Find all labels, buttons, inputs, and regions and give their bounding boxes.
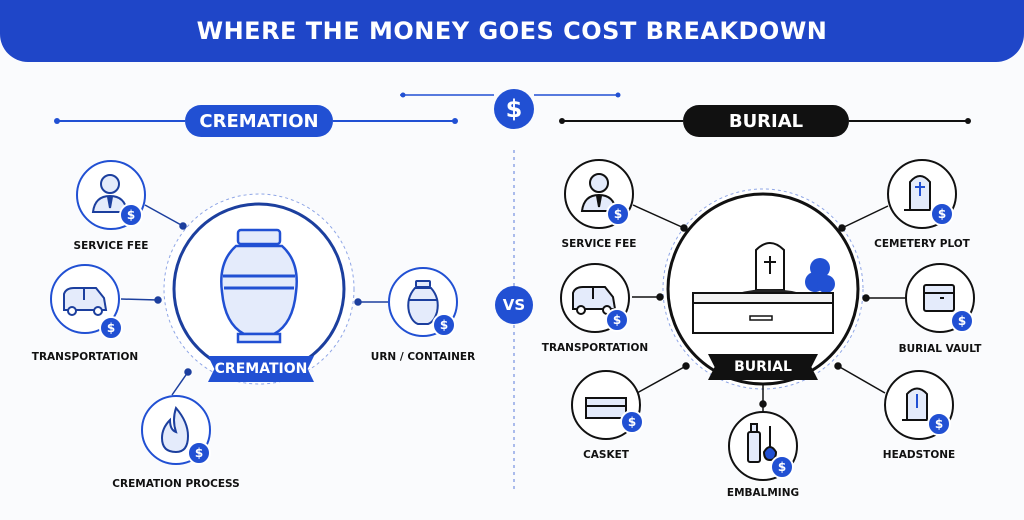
casket-icon bbox=[585, 397, 627, 419]
burial-item-label-headstone: HEADSTONE bbox=[882, 449, 956, 461]
burial-item-label-transportation: TRANSPORTATION bbox=[541, 342, 649, 354]
title-banner: WHERE THE MONEY GOES COST BREAKDOWN bbox=[0, 0, 1024, 62]
van-icon bbox=[572, 286, 617, 315]
urn-icon bbox=[220, 228, 298, 344]
burial-center-label: BURIAL bbox=[708, 354, 818, 380]
grave-cross-icon bbox=[755, 242, 785, 291]
van-icon bbox=[63, 287, 108, 316]
cremation-item-label-service-fee: SERVICE FEE bbox=[73, 240, 149, 252]
dollar-badge-icon: $ bbox=[606, 202, 630, 226]
dollar-badge-icon: $ bbox=[187, 441, 211, 465]
burial-hub bbox=[662, 188, 864, 390]
burial-item-label-burial-vault: BURIAL VAULT bbox=[898, 343, 982, 355]
dollar-badge-icon: $ bbox=[119, 203, 143, 227]
burial-item-label-embalming: EMBALMING bbox=[726, 487, 800, 499]
cremation-center-label: CREMATION bbox=[208, 356, 314, 382]
dollar-badge-icon: $ bbox=[620, 410, 644, 434]
page-title: WHERE THE MONEY GOES COST BREAKDOWN bbox=[196, 17, 828, 45]
dollar-badge-icon: $ bbox=[930, 202, 954, 226]
cremation-header: CREMATION bbox=[185, 105, 333, 137]
header-lines bbox=[54, 92, 971, 490]
person-tie-icon bbox=[91, 174, 129, 213]
cremation-item-label-urn: URN / CONTAINER bbox=[370, 351, 476, 363]
cremation-item-label-cremation-process: CREMATION PROCESS bbox=[112, 478, 240, 490]
vault-box-icon bbox=[923, 284, 955, 312]
cremation-connectors bbox=[120, 204, 388, 396]
vs-badge: VS bbox=[495, 286, 533, 324]
dollar-badge-icon: $ bbox=[605, 308, 629, 332]
dollar-badge-icon: $ bbox=[770, 455, 794, 479]
embalming-bottles-icon bbox=[747, 423, 778, 463]
dollar-badge-icon: $ bbox=[927, 412, 951, 436]
cremation-hub bbox=[163, 193, 355, 385]
dollar-badge-icon: $ bbox=[432, 313, 456, 337]
burial-item-label-casket: CASKET bbox=[583, 449, 629, 461]
burial-connectors bbox=[632, 204, 905, 412]
burial-item-label-service-fee: SERVICE FEE bbox=[561, 238, 637, 250]
cremation-item-label-transportation: TRANSPORTATION bbox=[31, 351, 139, 363]
burial-item-label-cemetery-plot: CEMETERY PLOT bbox=[874, 238, 970, 250]
dollar-badge-icon: $ bbox=[950, 309, 974, 333]
headstone-icon bbox=[902, 387, 932, 421]
dollar-badge-icon: $ bbox=[99, 316, 123, 340]
dollar-icon: $ bbox=[494, 89, 534, 129]
tree-icon bbox=[805, 258, 835, 293]
burial-header: BURIAL bbox=[683, 105, 849, 137]
flame-icon bbox=[160, 406, 190, 454]
urn-small-icon bbox=[407, 280, 439, 325]
casket-large-icon bbox=[692, 292, 834, 334]
